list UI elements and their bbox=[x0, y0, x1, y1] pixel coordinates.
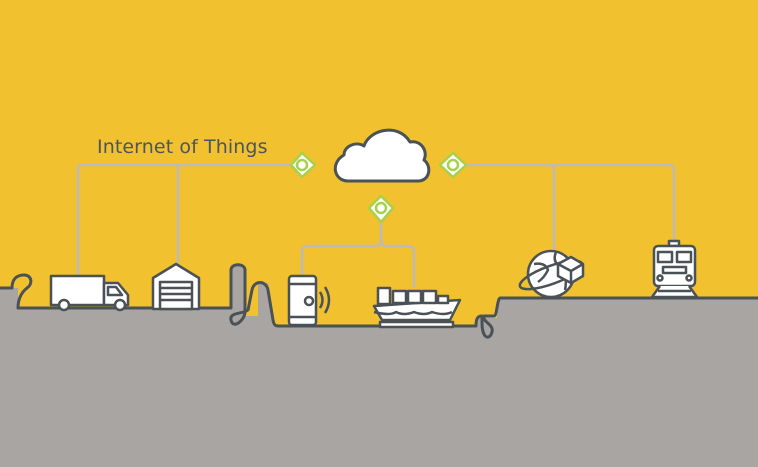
delivery-truck-icon bbox=[49, 274, 130, 312]
connector-center bbox=[300, 222, 416, 288]
node-left bbox=[289, 151, 317, 179]
node-right bbox=[438, 151, 468, 179]
connector-left bbox=[76, 163, 291, 276]
diagram-title: Internet of Things bbox=[97, 136, 268, 158]
ground-outline bbox=[0, 263, 758, 339]
node-center bbox=[367, 194, 395, 224]
cargo-ship-icon bbox=[372, 286, 462, 329]
connector-lines bbox=[76, 163, 676, 288]
smartphone-icon bbox=[287, 274, 331, 327]
cloud-icon bbox=[333, 128, 431, 183]
globe-package-icon bbox=[518, 249, 585, 299]
warehouse-icon bbox=[151, 262, 201, 311]
train-icon bbox=[650, 239, 699, 299]
connector-right bbox=[466, 163, 676, 252]
ground-terrain bbox=[0, 265, 758, 467]
